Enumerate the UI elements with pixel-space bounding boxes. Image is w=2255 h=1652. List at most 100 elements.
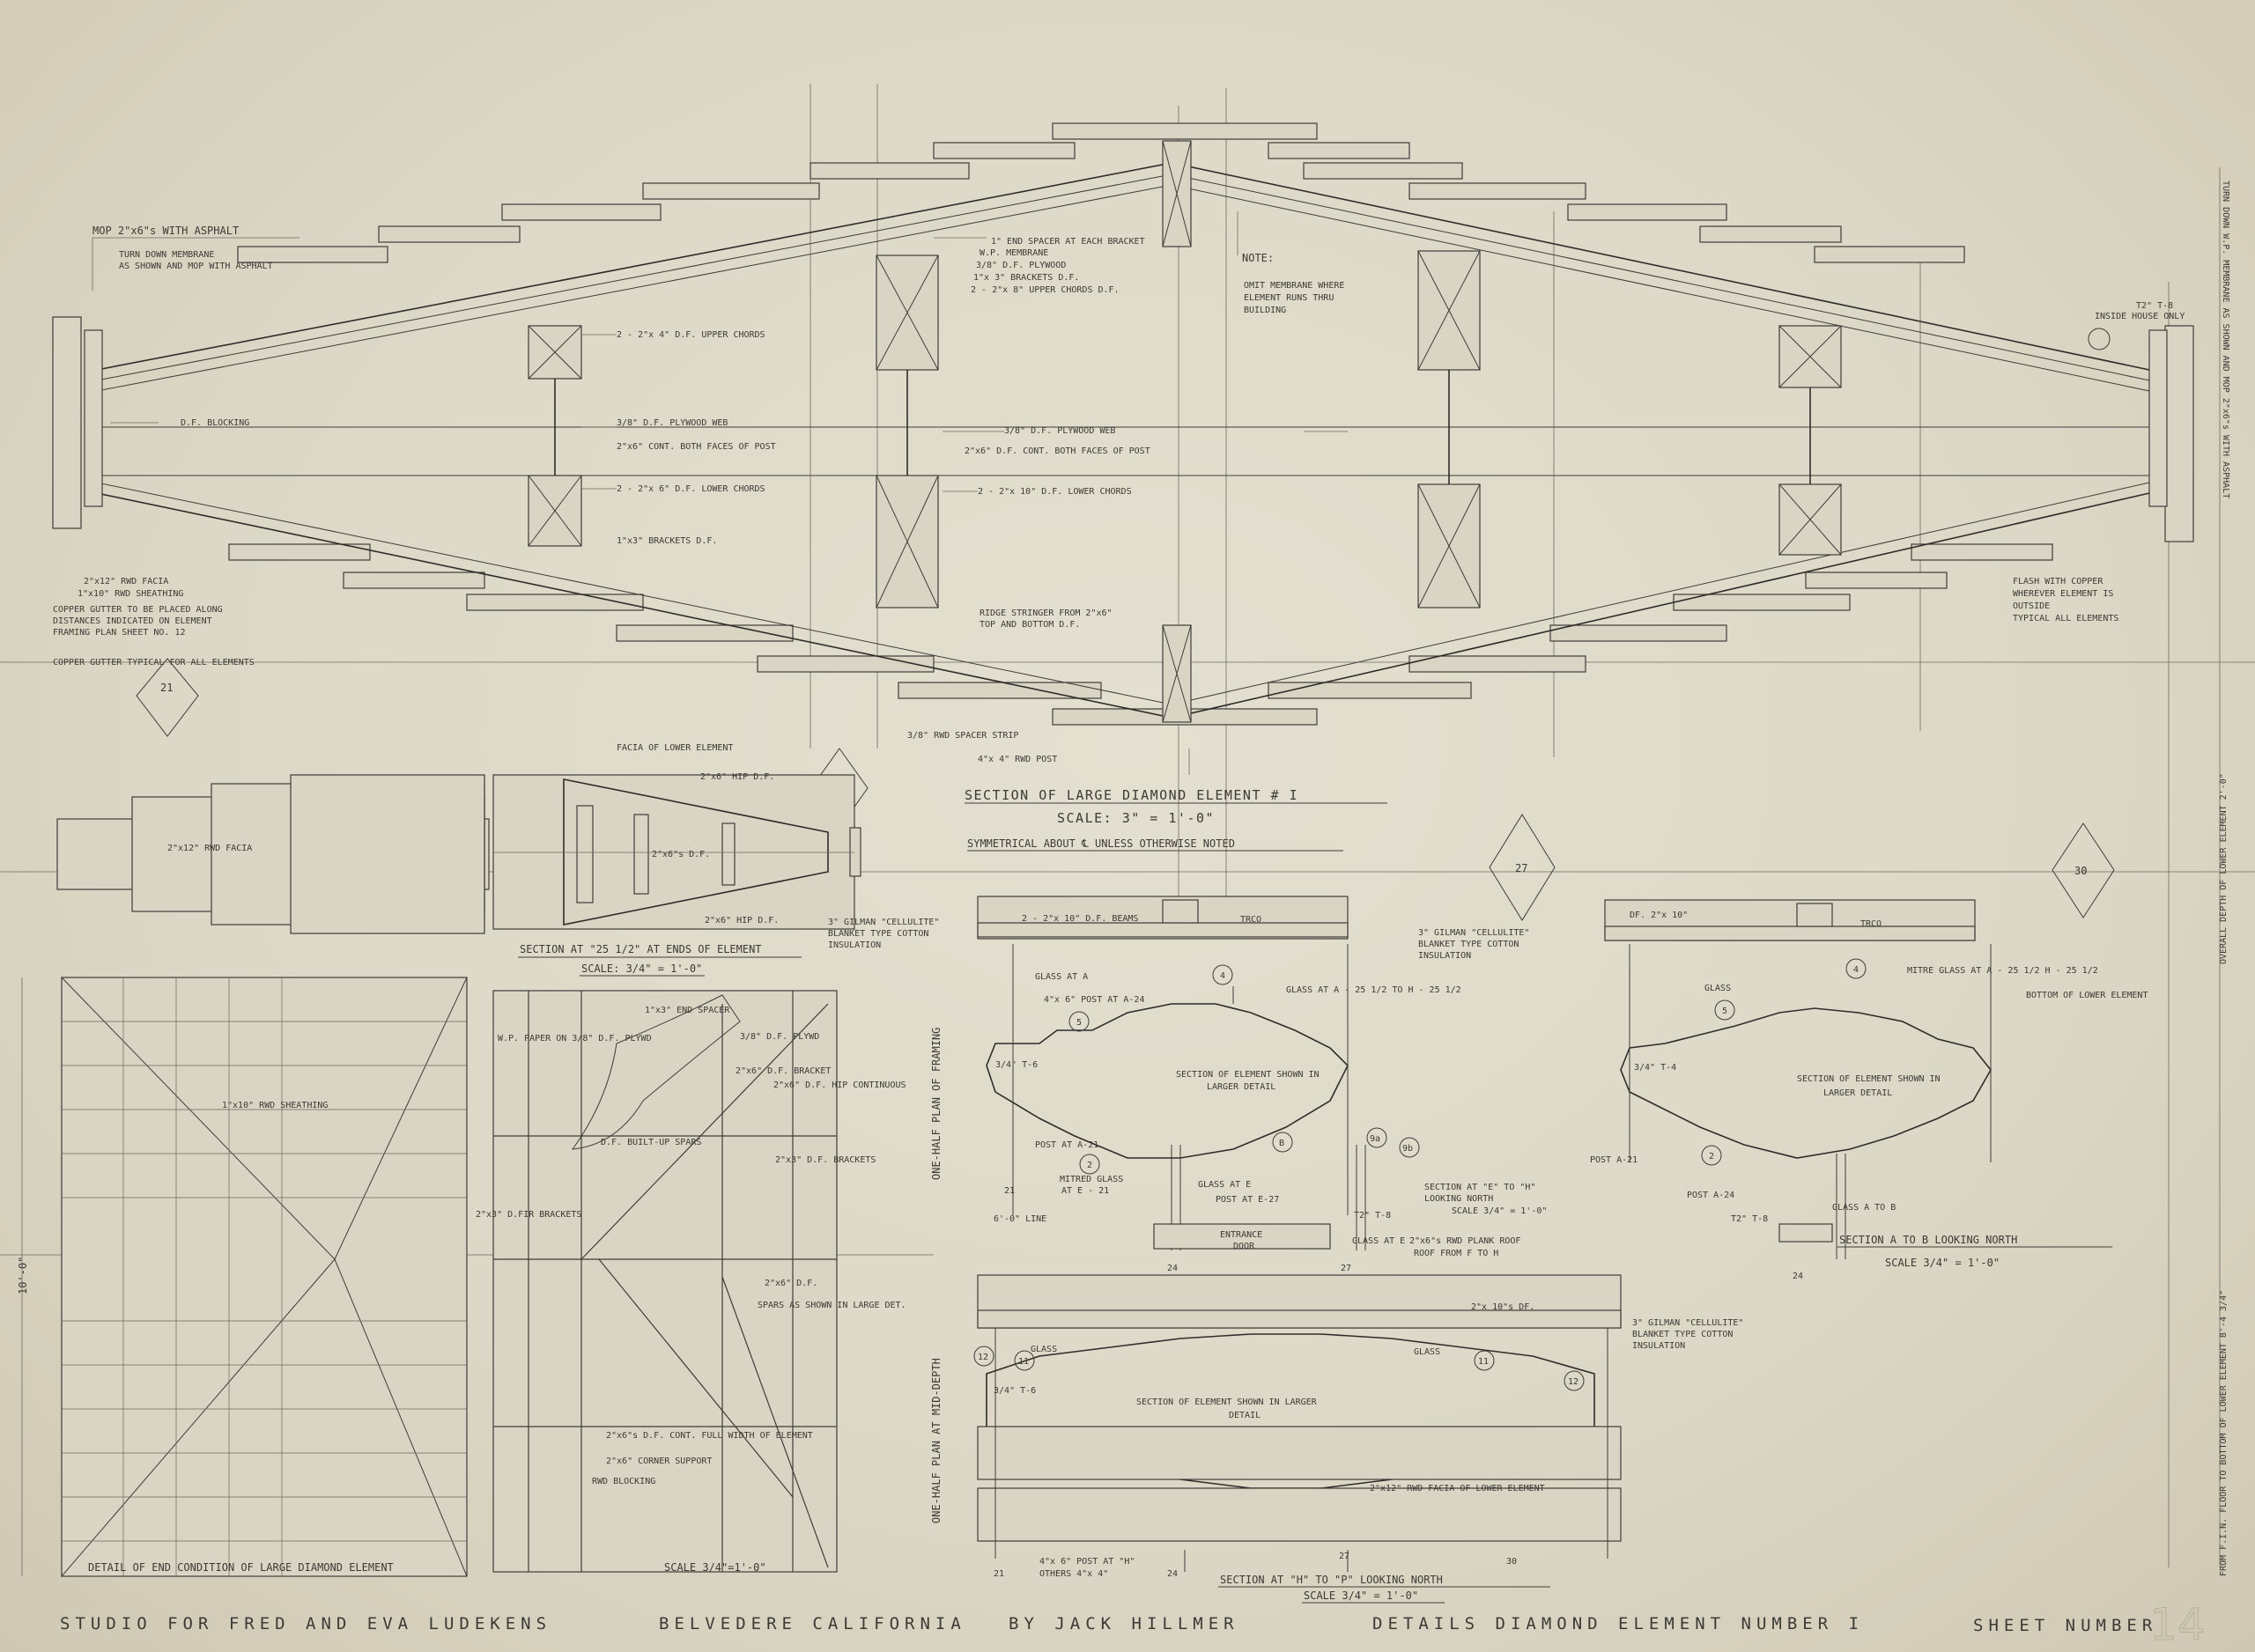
section-hp-labels: 2"x 10"s DF. 3" GILMAN "CELLULITE" BLANK…: [994, 1302, 1743, 1604]
svg-text:27: 27: [1515, 862, 1527, 874]
svg-text:DETAIL: DETAIL: [1229, 1411, 1261, 1420]
svg-text:SECTION AT "H" TO "P" LOOKING: SECTION AT "H" TO "P" LOOKING NORTH: [1220, 1574, 1443, 1586]
svg-text:RIDGE STRINGER FROM 2"x6": RIDGE STRINGER FROM 2"x6": [980, 608, 1113, 618]
svg-text:OVERALL DEPTH OF LOWER ELEMENT: OVERALL DEPTH OF LOWER ELEMENT 2'-0": [2219, 773, 2229, 964]
svg-text:COPPER GUTTER TYPICAL FOR ALL: COPPER GUTTER TYPICAL FOR ALL ELEMENTS: [53, 658, 255, 667]
svg-text:12: 12: [978, 1353, 988, 1362]
main-diamond-section: [52, 122, 2194, 775]
svg-text:4"x 6" POST AT "H": 4"x 6" POST AT "H": [1039, 1557, 1135, 1567]
svg-text:1" END SPACER AT EACH BRACKET: 1" END SPACER AT EACH BRACKET: [991, 237, 1145, 247]
framing-plan: [492, 990, 838, 1573]
svg-text:D.F. BUILT-UP SPARS: D.F. BUILT-UP SPARS: [601, 1138, 701, 1147]
svg-text:SCALE 3/4"=1'-0": SCALE 3/4"=1'-0": [664, 1561, 766, 1574]
svg-text:1"x3" END SPACER: 1"x3" END SPACER: [645, 1006, 730, 1015]
svg-text:2 - 2"x 6" D.F. LOWER CHORDS: 2 - 2"x 6" D.F. LOWER CHORDS: [617, 484, 765, 494]
svg-text:2"x6" D.F. HIP CONTINUOUS: 2"x6" D.F. HIP CONTINUOUS: [773, 1080, 906, 1090]
svg-text:24: 24: [1167, 1264, 1178, 1273]
svg-text:INSULATION: INSULATION: [1418, 951, 1471, 961]
project-name: STUDIO FOR FRED AND EVA LUDEKENS: [60, 1614, 551, 1634]
title-block: STUDIO FOR FRED AND EVA LUDEKENS BELVEDE…: [60, 1599, 2206, 1651]
svg-text:LOOKING NORTH: LOOKING NORTH: [1424, 1194, 1493, 1204]
svg-text:INSULATION: INSULATION: [1632, 1341, 1685, 1351]
svg-text:3/4" T-6: 3/4" T-6: [995, 1060, 1038, 1070]
svg-text:OMIT MEMBRANE WHERE: OMIT MEMBRANE WHERE: [1244, 281, 1344, 291]
svg-text:BLANKET TYPE COTTON: BLANKET TYPE COTTON: [1418, 940, 1519, 949]
svg-text:ENTRANCE: ENTRANCE: [1220, 1230, 1262, 1240]
svg-text:2"x6"s D.F.: 2"x6"s D.F.: [652, 850, 710, 859]
svg-text:3/8" D.F. PLYWOOD WEB: 3/8" D.F. PLYWOOD WEB: [617, 418, 728, 428]
svg-text:3/8" RWD SPACER STRIP: 3/8" RWD SPACER STRIP: [907, 731, 1018, 741]
section-ef-labels: 2 - 2"x 10" D.F. BEAMS TRCO GLASS AT A 4…: [828, 914, 1547, 1273]
svg-text:SECTION OF ELEMENT SHOWN IN: SECTION OF ELEMENT SHOWN IN: [1797, 1074, 1941, 1084]
svg-text:4: 4: [1220, 971, 1225, 981]
svg-text:5: 5: [1076, 1018, 1082, 1028]
end-detail-labels: 1"x10" RWD SHEATHING 10'-0" 1"x3" END SP…: [17, 1006, 943, 1574]
svg-text:T2" T-8: T2" T-8: [1354, 1211, 1391, 1221]
svg-text:3/4" T-6: 3/4" T-6: [994, 1386, 1036, 1396]
svg-text:GLASS AT A - 25 1/2 TO H - 25: GLASS AT A - 25 1/2 TO H - 25 1/2: [1286, 985, 1461, 995]
svg-text:OUTSIDE: OUTSIDE: [2013, 601, 2050, 611]
svg-text:FACIA OF LOWER ELEMENT: FACIA OF LOWER ELEMENT: [617, 743, 733, 753]
detail-bubbles: 5 4 2 B 9a 9b 5 4 2 11 11 12 12: [973, 958, 1867, 1391]
svg-text:2"x6" HIP D.F.: 2"x6" HIP D.F.: [700, 772, 774, 782]
svg-text:GLASS: GLASS: [1031, 1345, 1057, 1354]
end-condition-detail: [21, 976, 838, 1578]
svg-text:3/8" D.F. PLYWOOD: 3/8" D.F. PLYWOOD: [976, 261, 1066, 270]
svg-text:MITRE GLASS AT A - 25 1/2 H: MITRE GLASS AT A - 25 1/2 H - 25 1/2: [1907, 966, 2098, 976]
svg-text:TYPICAL ALL ELEMENTS: TYPICAL ALL ELEMENTS: [2013, 614, 2118, 623]
svg-text:SECTION AT "25 1/2" AT ENDS OF: SECTION AT "25 1/2" AT ENDS OF ELEMENT: [520, 943, 762, 955]
svg-text:2"x12" RWD FACIA: 2"x12" RWD FACIA: [84, 577, 168, 586]
svg-text:MITRED GLASS: MITRED GLASS: [1060, 1175, 1123, 1184]
svg-text:2"x6" CORNER SUPPORT: 2"x6" CORNER SUPPORT: [606, 1457, 712, 1466]
svg-text:LARGER DETAIL: LARGER DETAIL: [1207, 1082, 1275, 1092]
svg-text:3/4" T-4: 3/4" T-4: [1634, 1063, 1676, 1073]
svg-text:POST AT A-21: POST AT A-21: [1035, 1140, 1098, 1150]
svg-text:21: 21: [1004, 1186, 1015, 1196]
sheet-title: DETAILS DIAMOND ELEMENT NUMBER I: [1372, 1614, 1864, 1634]
svg-text:GLASS A TO B: GLASS A TO B: [1832, 1203, 1896, 1213]
svg-text:TRCO: TRCO: [1240, 915, 1261, 925]
svg-text:RWD BLOCKING: RWD BLOCKING: [592, 1477, 655, 1486]
gutter-detail: [2088, 328, 2111, 350]
svg-text:SECTION A TO B LOOKING NORTH: SECTION A TO B LOOKING NORTH: [1839, 1234, 2017, 1246]
right-fascia: [2164, 325, 2194, 542]
svg-text:10'-0": 10'-0": [17, 1257, 29, 1294]
svg-text:2: 2: [1087, 1161, 1092, 1170]
svg-text:BLANKET TYPE COTTON: BLANKET TYPE COTTON: [1632, 1330, 1733, 1339]
tag-30: 30: [2052, 822, 2115, 918]
svg-text:SCALE: 3" = 1'-0": SCALE: 3" = 1'-0": [1057, 810, 1215, 826]
svg-text:TRCO: TRCO: [1860, 919, 1882, 929]
svg-text:3/8" D.F. PLYWD: 3/8" D.F. PLYWD: [740, 1032, 819, 1042]
svg-text:W.P. PAPER ON 3/8" D.F. PLYWD: W.P. PAPER ON 3/8" D.F. PLYWD: [498, 1034, 652, 1044]
sheet-number: 14: [2149, 1599, 2206, 1650]
svg-text:2"x6"s D.F. CONT. FULL WIDTH O: 2"x6"s D.F. CONT. FULL WIDTH OF ELEMENT: [606, 1431, 813, 1441]
section-a-to-b: [1604, 899, 1992, 1259]
svg-text:24: 24: [1793, 1272, 1803, 1281]
svg-text:DISTANCES INDICATED ON ELEMENT: DISTANCES INDICATED ON ELEMENT: [53, 616, 212, 626]
svg-text:BOTTOM OF LOWER ELEMENT: BOTTOM OF LOWER ELEMENT: [2026, 991, 2148, 1000]
end-facia-elevation: [56, 774, 490, 934]
svg-text:INSULATION: INSULATION: [828, 940, 881, 950]
sheet-label: SHEET NUMBER: [1973, 1616, 2157, 1635]
svg-text:SPARS AS SHOWN IN LARGE DET.: SPARS AS SHOWN IN LARGE DET.: [758, 1301, 906, 1310]
svg-text:4"x 6" POST AT A-24: 4"x 6" POST AT A-24: [1044, 995, 1144, 1005]
svg-text:2"x6" HIP D.F.: 2"x6" HIP D.F.: [705, 916, 779, 926]
svg-text:T2" T-8: T2" T-8: [2136, 301, 2173, 311]
svg-text:2"x3" D.F. BRACKETS: 2"x3" D.F. BRACKETS: [775, 1155, 876, 1165]
svg-text:9a: 9a: [1370, 1134, 1380, 1144]
main-leaders: [92, 211, 1348, 492]
svg-text:12: 12: [1568, 1377, 1578, 1387]
svg-text:SECTION OF ELEMENT SHOWN IN LA: SECTION OF ELEMENT SHOWN IN LARGER: [1136, 1398, 1318, 1407]
svg-text:30: 30: [1506, 1557, 1517, 1567]
svg-text:27: 27: [1341, 1264, 1351, 1273]
svg-text:GLASS AT E: GLASS AT E: [1198, 1180, 1251, 1190]
svg-text:SECTION OF LARGE DIAMOND ELEME: SECTION OF LARGE DIAMOND ELEMENT # I: [965, 787, 1298, 803]
svg-text:30: 30: [2074, 865, 2087, 877]
svg-text:POST A-21: POST A-21: [1590, 1155, 1638, 1165]
svg-text:SCALE 3/4" = 1'-0": SCALE 3/4" = 1'-0": [1885, 1257, 2000, 1269]
svg-text:2"x3" D.FIR BRACKETS: 2"x3" D.FIR BRACKETS: [476, 1210, 581, 1220]
svg-text:3" GILMAN "CELLULITE": 3" GILMAN "CELLULITE": [1632, 1318, 1743, 1328]
svg-text:2 - 2"x 8" UPPER CHORDS D.F.: 2 - 2"x 8" UPPER CHORDS D.F.: [971, 285, 1120, 295]
